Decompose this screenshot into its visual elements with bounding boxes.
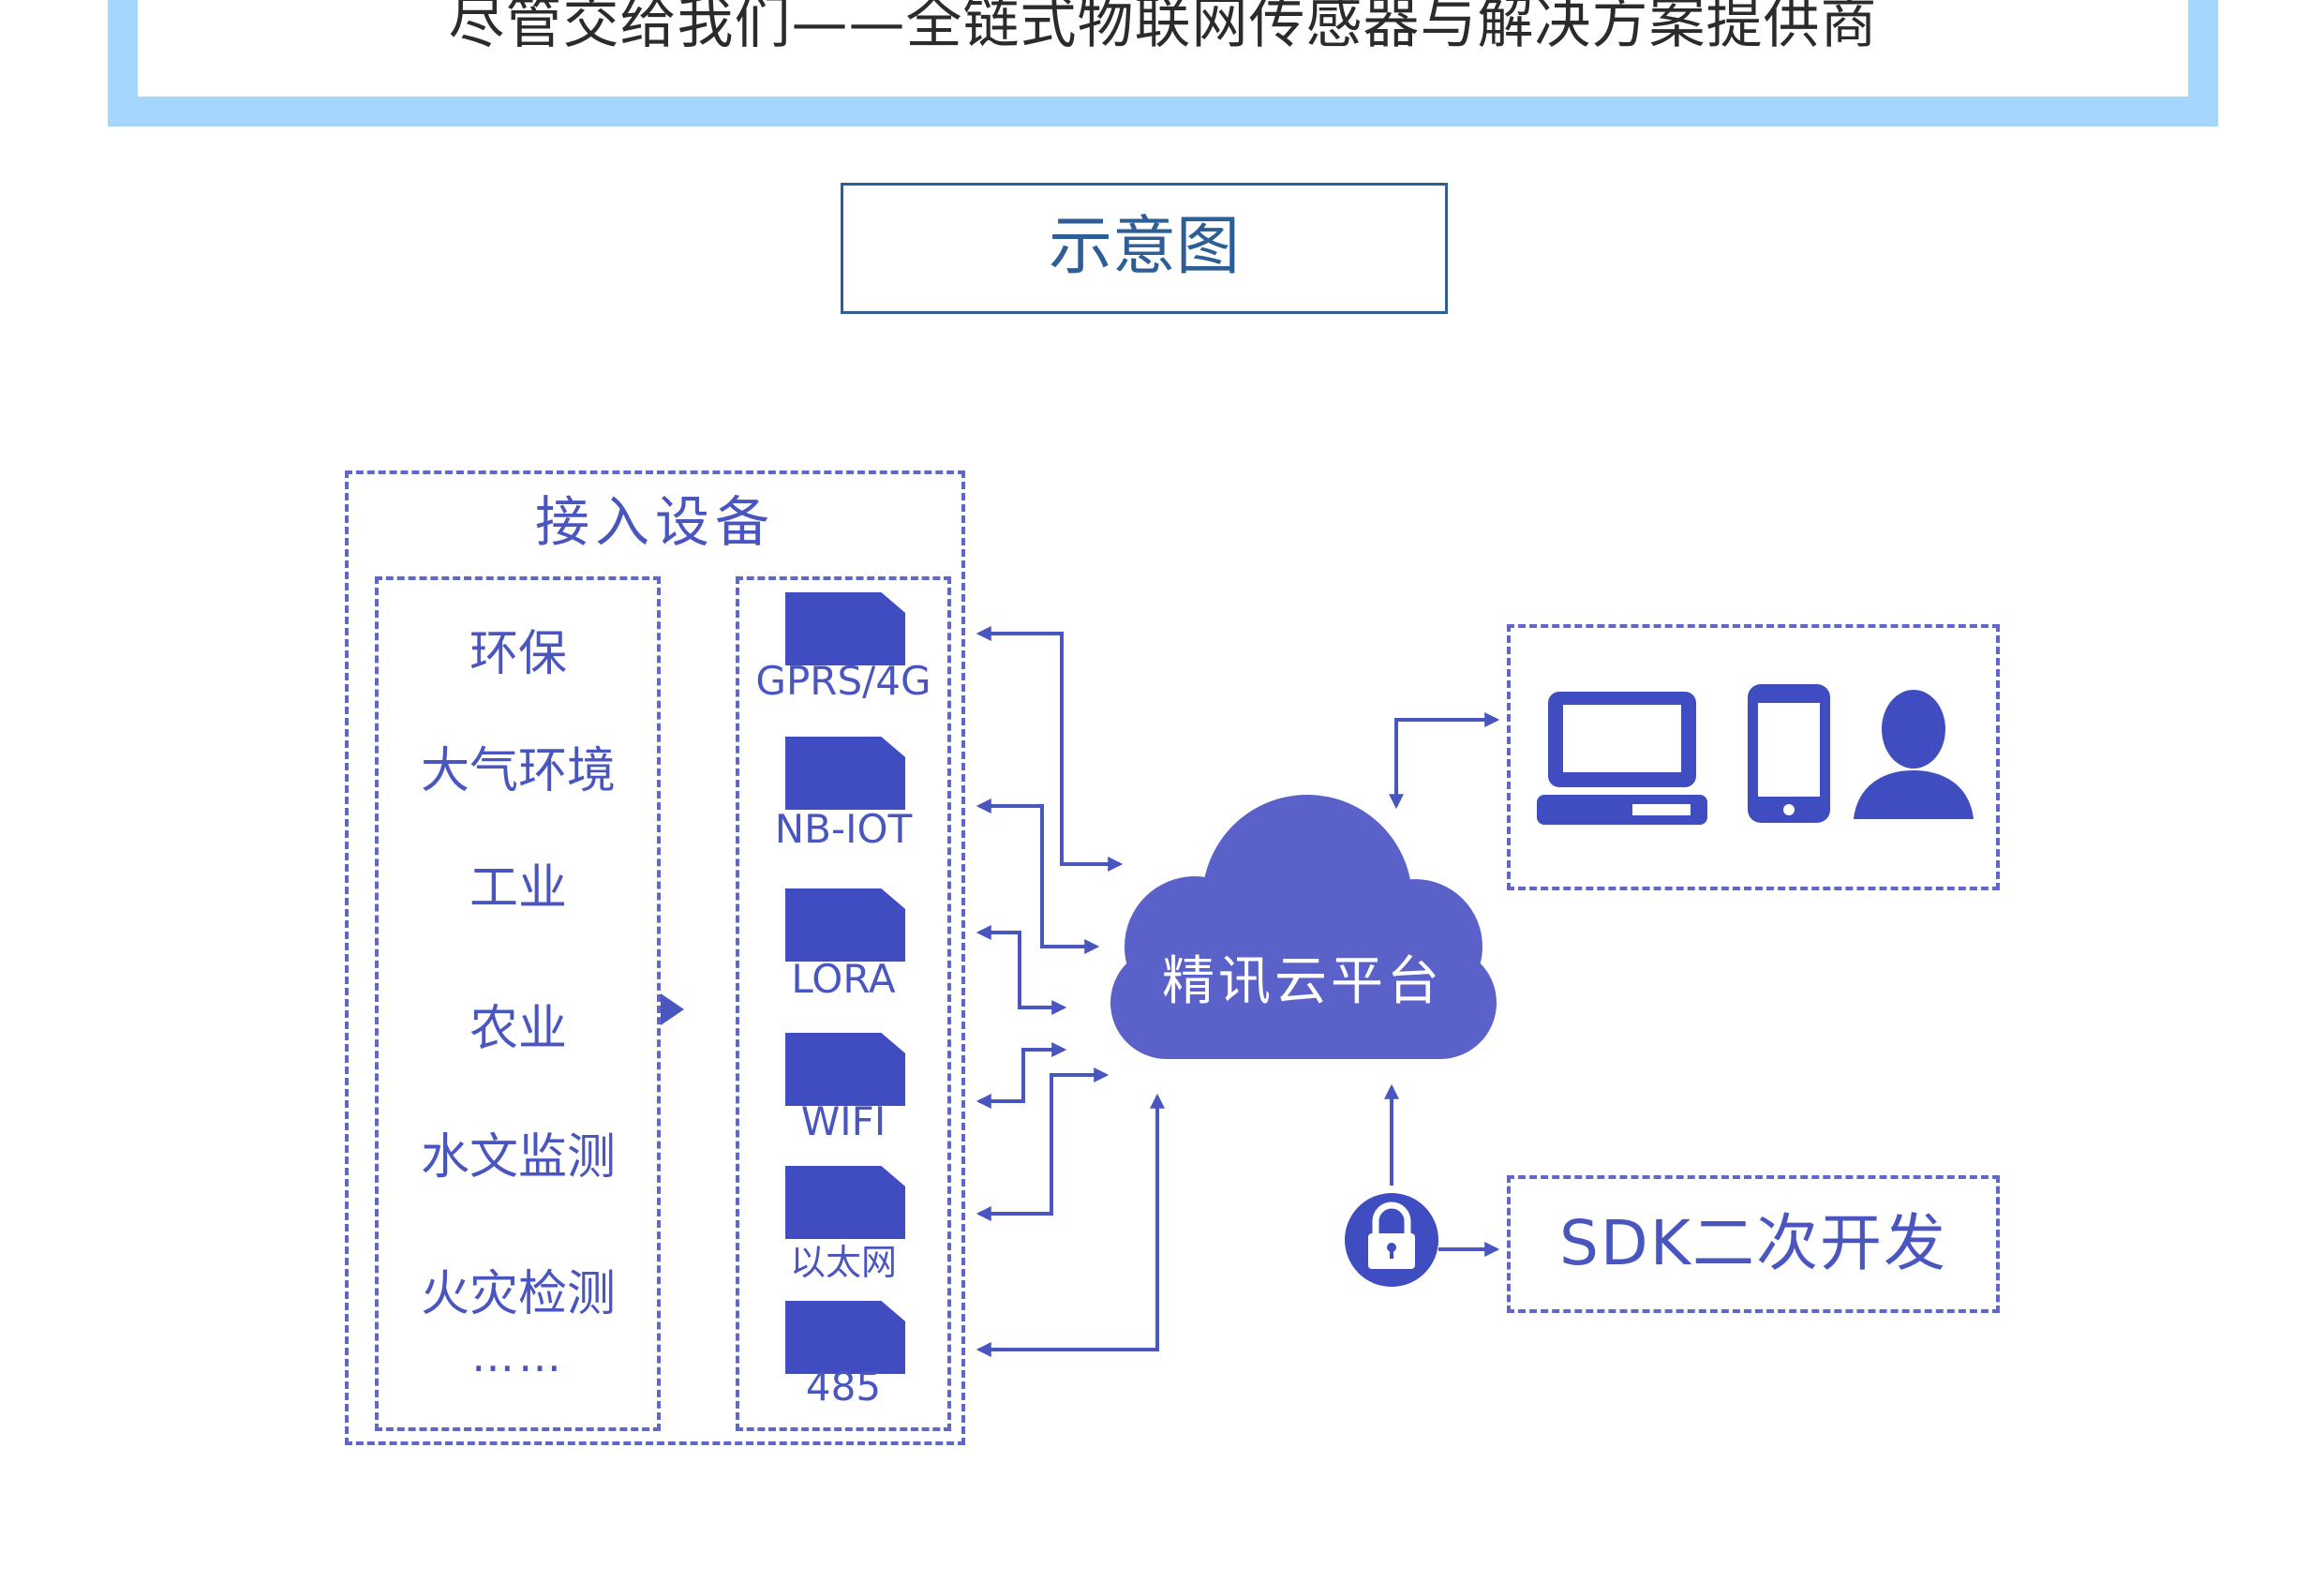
protocol-label: NB-IOT [774, 806, 913, 852]
sim-card-icon [785, 1166, 905, 1239]
arrow-right-icon [661, 993, 684, 1025]
link-gprs [976, 626, 1124, 872]
sdk-label: SDK二次开发 [1559, 1207, 1947, 1279]
industry-item: 水文监测 [420, 1129, 616, 1186]
link-terminals [1389, 712, 1500, 810]
industry-item: 农业 [469, 1001, 567, 1057]
protocol-label: WIFI [800, 1098, 886, 1144]
sim-card-icon [785, 1301, 905, 1374]
header-banner: 尽管交给我们——全链式物联网传感器与解决方案提供商 [108, 0, 2218, 127]
industries-box [375, 576, 661, 1431]
link-lora [976, 925, 1067, 1015]
link-ethernet [976, 1067, 1110, 1221]
protocol-label: 以太网 [789, 1242, 897, 1283]
sim-card-icon [785, 1033, 905, 1106]
industry-item: 火灾检测 [420, 1266, 616, 1322]
protocol-label: LORA [791, 956, 896, 1002]
sim-card-icon [785, 737, 905, 810]
terminals-box [1507, 624, 2000, 890]
link-485 [976, 1093, 1165, 1357]
sdk-box [1507, 1175, 2000, 1313]
industry-item: 工业 [469, 860, 567, 917]
cloud-shape [1110, 795, 1497, 1059]
laptop-icon [1537, 692, 1707, 825]
banner-title: 尽管交给我们——全链式物联网传感器与解决方案提供商 [448, 0, 1878, 56]
industry-item: 环保 [469, 626, 567, 682]
access-devices-panel [345, 470, 965, 1445]
protocols-box [736, 576, 951, 1431]
sim-card-icon [785, 888, 905, 962]
lock-icon [1345, 1193, 1438, 1287]
industry-item: 大气环境 [420, 743, 616, 799]
access-devices-title: 接入设备 [534, 490, 775, 554]
link-nbiot [976, 798, 1100, 954]
protocol-label: GPRS/4G [755, 658, 931, 704]
user-icon [1854, 690, 1974, 819]
industries-more: …… [471, 1331, 565, 1381]
protocol-label: 485 [805, 1364, 882, 1410]
diagram-label: 示意图 [841, 183, 1448, 314]
sim-card-icon [785, 592, 905, 665]
phone-icon [1748, 684, 1830, 823]
cloud-platform-label: 精讯云平台 [1162, 951, 1443, 1012]
